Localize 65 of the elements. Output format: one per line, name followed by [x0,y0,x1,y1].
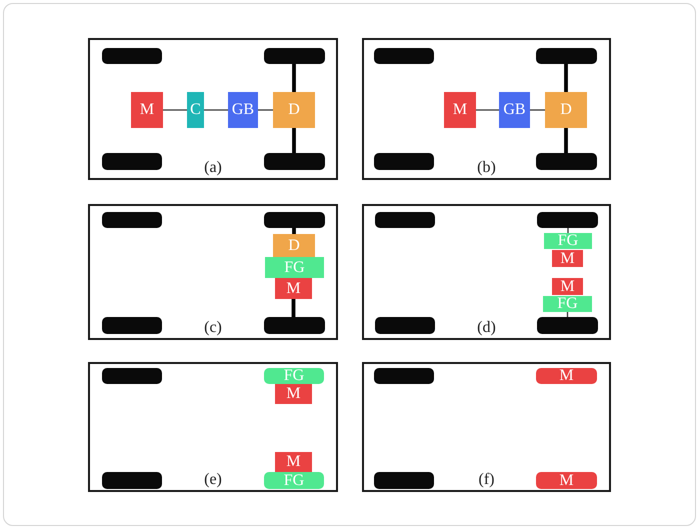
layout-panel [88,38,338,180]
gearbox-block: GB [499,92,530,128]
wheel [264,48,325,64]
layout-panel [88,362,338,492]
wheel [264,212,325,228]
panel-caption: (e) [204,471,222,489]
connector-line [567,228,569,233]
layout-panel [88,204,338,340]
panel-caption: (c) [204,319,222,337]
wheel [102,48,162,64]
motor-block: M [552,278,583,295]
connector-line [163,109,187,111]
differential-block: D [545,92,587,128]
motor-block: M [275,278,312,299]
wheel [375,317,435,334]
panel-caption: (f) [478,471,494,489]
connector-line [530,109,545,111]
differential-block: D [273,234,315,257]
layout-panel [362,204,611,340]
gear-reducer-block: FG [264,368,324,384]
gear-reducer-block: FG [265,257,324,278]
panel-caption: (a) [204,159,222,177]
gear-reducer-block: FG [544,233,592,249]
wheel [102,368,162,384]
gear-reducer-block: FG [264,472,324,489]
clutch-block: C [187,92,204,128]
gear-reducer-block: FG [543,296,592,312]
axle-line [292,228,296,234]
connector-line [204,109,228,111]
wheel [537,212,598,228]
motor-block: M [552,250,583,267]
axle-line [292,299,296,317]
wheel [536,153,597,170]
wheel [374,48,434,64]
motor-block: M [275,452,312,472]
motor-block: M [131,92,163,128]
axle-line [564,128,568,153]
wheel [264,317,325,334]
wheel [102,153,162,170]
connector-line [566,312,568,317]
motor-block: M [444,92,476,128]
panel-caption: (d) [477,319,496,337]
layout-panel [362,362,611,492]
wheel [537,317,598,334]
axle-line [564,64,568,92]
motor-block: M [275,384,312,404]
motor-block: M [536,368,597,384]
wheel [102,212,162,228]
wheel [374,368,434,384]
gearbox-block: GB [228,92,258,128]
connector-line [476,109,499,111]
axle-line [292,64,296,92]
wheel [374,472,434,489]
wheel [102,317,162,334]
differential-block: D [273,92,315,128]
motor-block: M [536,472,597,489]
wheel [264,153,325,170]
wheel [102,472,162,489]
wheel [536,48,597,64]
wheel [374,153,434,170]
axle-line [292,128,296,153]
wheel [375,212,435,228]
panel-caption: (b) [477,159,496,177]
layout-panel [362,38,611,180]
connector-line [258,109,273,111]
